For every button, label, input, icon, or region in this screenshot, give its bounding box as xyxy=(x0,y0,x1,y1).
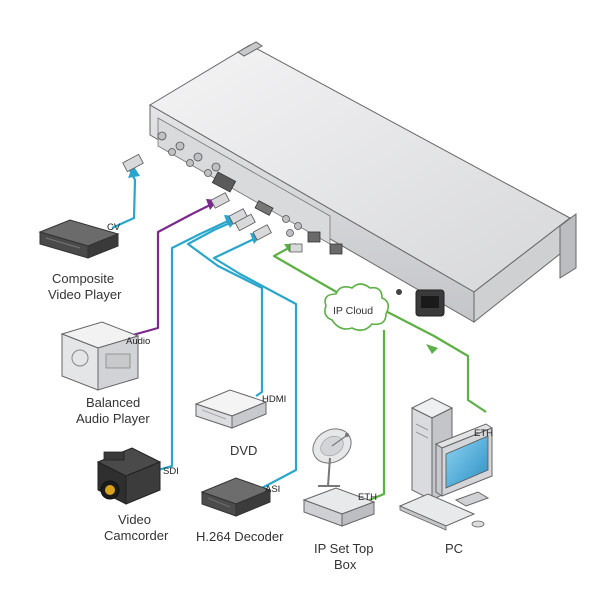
cable-eth-main xyxy=(272,243,341,295)
dvd-label: DVD xyxy=(230,443,257,458)
audio-label-line2: Audio Player xyxy=(76,411,150,426)
dvd-icon xyxy=(194,389,268,429)
cable-asi xyxy=(212,237,298,489)
settop-label-line2: Box xyxy=(334,557,357,572)
camcorder-label-line1: Video xyxy=(118,512,151,527)
camcorder-label-line2: Camcorder xyxy=(104,528,169,543)
settop-eth-label: ETH xyxy=(358,492,377,503)
ip-cloud-icon: IP Cloud xyxy=(324,283,390,332)
decoder-icon xyxy=(200,477,272,517)
sdi-port-label: SDI xyxy=(163,466,179,477)
settop-box-icon xyxy=(302,487,376,527)
ip-cloud-label: IP Cloud xyxy=(333,305,373,317)
settop-label-line1: IP Set Top xyxy=(314,541,374,556)
pc-icon xyxy=(398,397,494,531)
pc-eth-label: ETH xyxy=(474,428,493,439)
cable-hdmi xyxy=(186,220,264,397)
satellite-dish-icon xyxy=(312,428,352,487)
hdmi-port-label: HDMI xyxy=(262,394,286,405)
cable-cv xyxy=(111,169,137,230)
pc-label: PC xyxy=(445,541,463,556)
cable-audio xyxy=(121,203,213,340)
composite-label-line2: Video Player xyxy=(48,287,122,302)
audio-player-icon xyxy=(60,321,140,391)
composite-label-line1: Composite xyxy=(52,271,114,286)
audio-port-label: Audio xyxy=(126,336,150,347)
camcorder-icon xyxy=(96,447,162,505)
cable-eth-pc xyxy=(371,303,487,413)
composite-player-icon xyxy=(38,219,120,259)
decoder-label: H.264 Decoder xyxy=(196,529,284,544)
main-unit-icon xyxy=(149,41,577,324)
cable-sdi xyxy=(157,219,231,472)
asi-port-label: ASI xyxy=(265,484,280,495)
cv-port-label: CV xyxy=(107,222,121,233)
bnc-connectors xyxy=(157,131,302,237)
cable-eth-settop xyxy=(359,330,386,506)
audio-label-line1: Balanced xyxy=(86,395,140,410)
cables xyxy=(111,153,487,506)
